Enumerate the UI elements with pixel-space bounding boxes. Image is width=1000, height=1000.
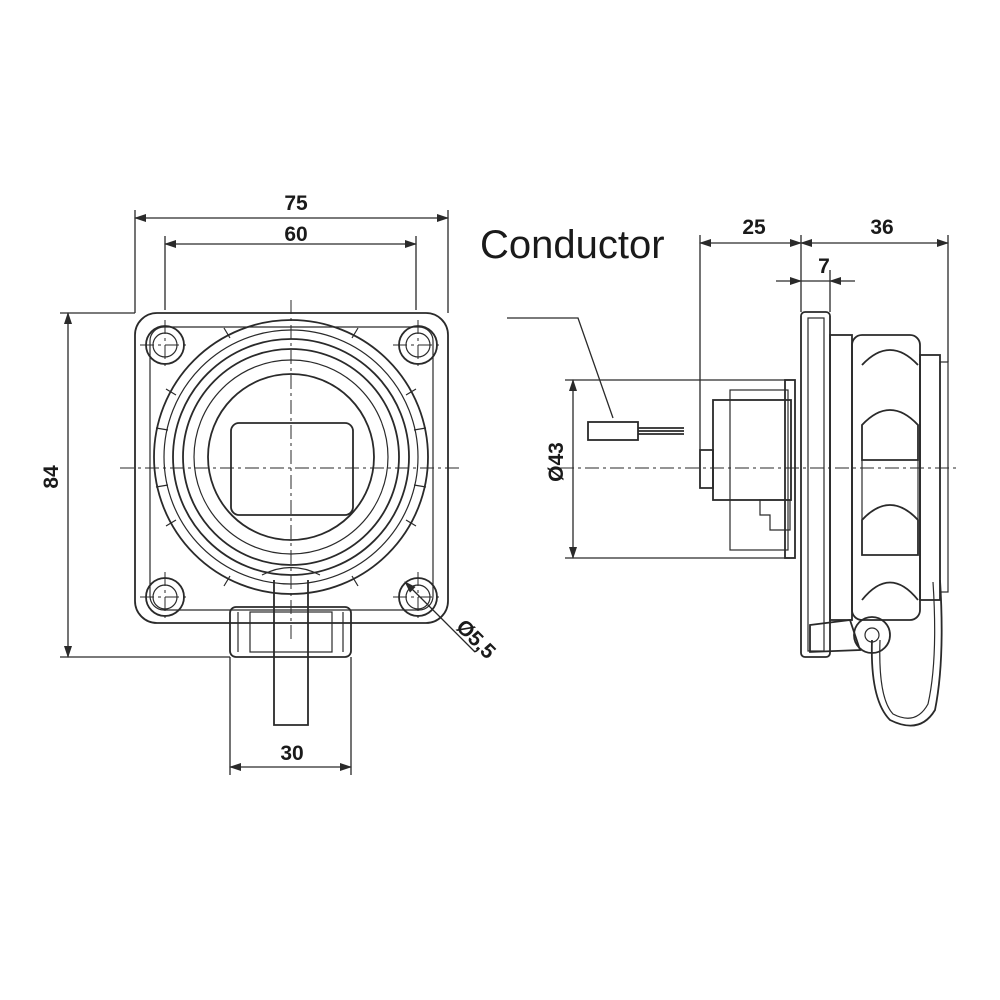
dimension-25-label: 25 [742, 216, 766, 239]
cover-latch [229, 566, 352, 726]
hole-diameter-label: Ø5,5 [451, 615, 500, 664]
front-view: 75 60 84 30 Ø5,5 [40, 192, 500, 775]
conductor-leader [507, 317, 614, 419]
conductor-wire [587, 421, 684, 441]
bayonet-ring [153, 319, 429, 595]
dimension-75-label: 75 [284, 192, 308, 215]
dimension-60: 60 [164, 223, 417, 310]
dimension-84-label: 84 [40, 465, 63, 489]
cover-tether [809, 579, 943, 727]
dimension-75: 75 [134, 192, 449, 313]
dimension-43: Ø43 [545, 379, 790, 559]
dimension-7-label: 7 [818, 255, 830, 278]
front-centerlines [120, 300, 460, 640]
conductor-label: Conductor [480, 223, 665, 267]
dimension-30: 30 [229, 657, 352, 775]
side-view: Conductor [480, 216, 960, 727]
side-flange [800, 311, 831, 658]
contact-insert [230, 422, 354, 516]
dimension-36: 36 [800, 216, 949, 362]
dimension-60-label: 60 [284, 223, 307, 246]
dimension-36-label: 36 [870, 216, 893, 239]
dimension-7: 7 [776, 255, 855, 312]
dimension-43-label: Ø43 [545, 442, 568, 482]
dimension-30-label: 30 [280, 742, 303, 765]
front-cap [829, 334, 949, 621]
dimension-25: 25 [699, 216, 802, 450]
dimension-84: 84 [40, 312, 230, 658]
rear-body [699, 379, 796, 559]
